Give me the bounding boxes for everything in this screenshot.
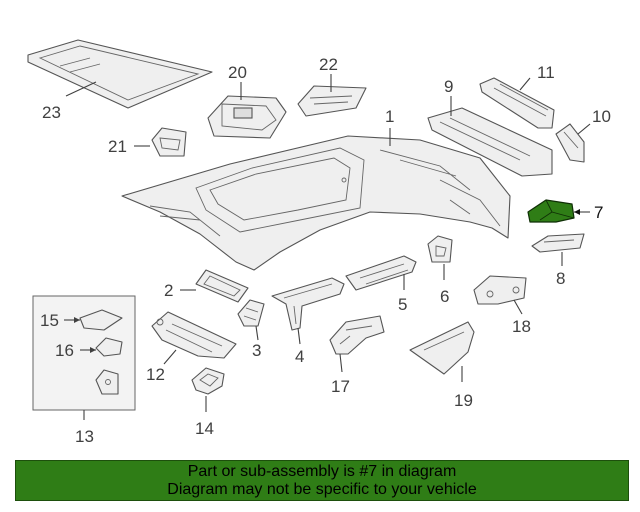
callout-20[interactable]: 20 — [228, 63, 247, 82]
callout-22[interactable]: 22 — [319, 55, 338, 74]
part-6-clip[interactable] — [427, 235, 453, 263]
notice-line-2: Diagram may not be specific to your vehi… — [167, 480, 477, 498]
callout-3[interactable]: 3 — [252, 341, 261, 360]
part-14-mirror-cover[interactable] — [191, 367, 225, 395]
leader-18 — [513, 299, 523, 315]
callout-9[interactable]: 9 — [444, 77, 453, 96]
part-5-trim-strip[interactable] — [345, 255, 417, 291]
callout-21[interactable]: 21 — [108, 137, 127, 156]
callout-2[interactable]: 2 — [164, 281, 173, 300]
part-20-overhead-console[interactable] — [207, 95, 287, 139]
part-23-sunshade[interactable] — [27, 39, 213, 109]
part-18-bracket[interactable] — [473, 275, 527, 305]
callout-8[interactable]: 8 — [556, 269, 565, 288]
part-16-clip[interactable] — [95, 337, 123, 357]
callout-18[interactable]: 18 — [512, 317, 531, 336]
part-3-clip[interactable] — [237, 299, 265, 327]
part-8-bracket[interactable] — [531, 233, 585, 253]
part-12-sun-visor[interactable] — [151, 311, 237, 359]
leader-10 — [577, 123, 591, 135]
callout-6[interactable]: 6 — [440, 287, 449, 306]
notice-banner: Part or sub-assembly is #7 in diagram Di… — [15, 460, 629, 501]
part-19-insulator[interactable] — [409, 321, 475, 375]
parts-diagram: 23 20 22 21 9 11 10 — [27, 39, 611, 446]
callout-16[interactable]: 16 — [55, 341, 74, 360]
part-7-highlighted[interactable] — [527, 199, 575, 223]
part-13-bracket[interactable] — [95, 369, 119, 395]
part-10-bracket[interactable] — [555, 123, 585, 163]
part-11-reinforcement[interactable] — [479, 77, 555, 129]
leader-3 — [255, 325, 259, 341]
notice-line-1: Part or sub-assembly is #7 in diagram — [187, 462, 457, 480]
callout-14[interactable]: 14 — [195, 419, 214, 438]
part-15-cover[interactable] — [79, 309, 123, 331]
callout-7[interactable]: 7 — [594, 203, 603, 222]
callout-11[interactable]: 11 — [537, 63, 555, 82]
leader-23 — [65, 81, 97, 97]
part-4-pillar-reinforcement[interactable] — [271, 277, 345, 331]
arrow-15 — [74, 317, 80, 323]
callout-12[interactable]: 12 — [146, 365, 165, 384]
callout-4[interactable]: 4 — [295, 347, 304, 366]
callout-17[interactable]: 17 — [331, 377, 350, 396]
leader-11 — [519, 77, 531, 91]
part-17-grab-handle[interactable] — [329, 315, 385, 355]
callout-15[interactable]: 15 — [40, 311, 59, 330]
part-9-roof-rail[interactable] — [427, 107, 553, 177]
leader-4 — [297, 327, 301, 345]
callout-19[interactable]: 19 — [454, 391, 473, 410]
leader-12 — [163, 349, 177, 365]
callout-10[interactable]: 10 — [592, 107, 611, 126]
callout-13[interactable]: 13 — [75, 427, 94, 446]
part-1-headliner[interactable] — [121, 135, 511, 271]
callout-23[interactable]: 23 — [42, 103, 61, 122]
callout-1[interactable]: 1 — [385, 107, 394, 126]
leader-17 — [339, 353, 343, 373]
arrow-7 — [574, 209, 580, 215]
part-21-clip[interactable] — [151, 127, 187, 157]
part-22-lamp-housing[interactable] — [297, 85, 367, 117]
part-2-lamp-lens[interactable] — [195, 269, 249, 303]
arrow-16 — [90, 347, 96, 353]
callout-5[interactable]: 5 — [398, 295, 407, 314]
